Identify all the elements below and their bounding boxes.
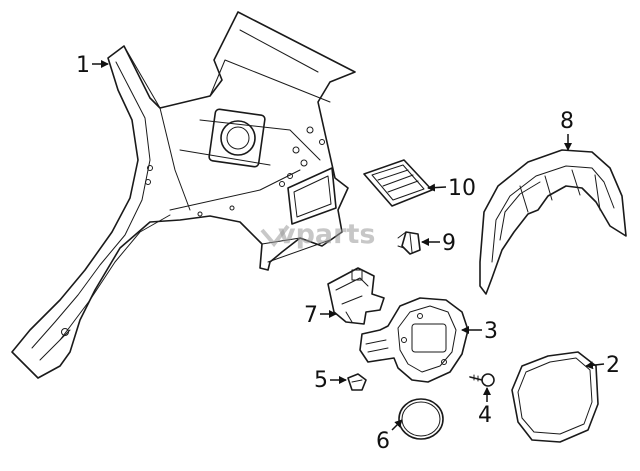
callout-label: 8 — [560, 109, 574, 134]
callout-label: 4 — [478, 403, 492, 428]
watermark: vparts — [260, 219, 375, 250]
callout-label: 5 — [314, 368, 328, 393]
callout-2: 2 — [585, 353, 620, 378]
callout-8: 8 — [560, 109, 574, 151]
wheel-liner-part — [479, 149, 627, 295]
callout-5: 5 — [314, 368, 347, 393]
callout-label: 3 — [484, 319, 498, 344]
fuel-door-part — [511, 351, 599, 443]
callout-label: 10 — [448, 176, 476, 201]
screw-part — [469, 373, 495, 387]
fuel-housing-part — [359, 297, 469, 383]
callout-6: 6 — [376, 419, 403, 454]
quarter-panel-part — [11, 11, 356, 379]
callout-4: 4 — [478, 387, 492, 428]
clip-part — [397, 231, 421, 255]
callout-label: 2 — [606, 353, 620, 378]
callout-label: 9 — [442, 231, 456, 256]
callout-label: 6 — [376, 429, 390, 454]
callout-label: 1 — [76, 53, 90, 78]
callout-9: 9 — [421, 231, 456, 256]
callout-10: 10 — [427, 176, 476, 201]
vent-grille-part — [363, 159, 433, 207]
watermark-text: vparts — [278, 219, 375, 250]
callout-label: 7 — [304, 303, 318, 328]
gasket-ring-part — [398, 398, 444, 440]
lock-actuator-part — [327, 267, 385, 325]
callout-7: 7 — [304, 303, 337, 328]
callout-3: 3 — [461, 319, 498, 344]
callout-1: 1 — [76, 53, 109, 78]
grommet-part — [347, 373, 367, 391]
